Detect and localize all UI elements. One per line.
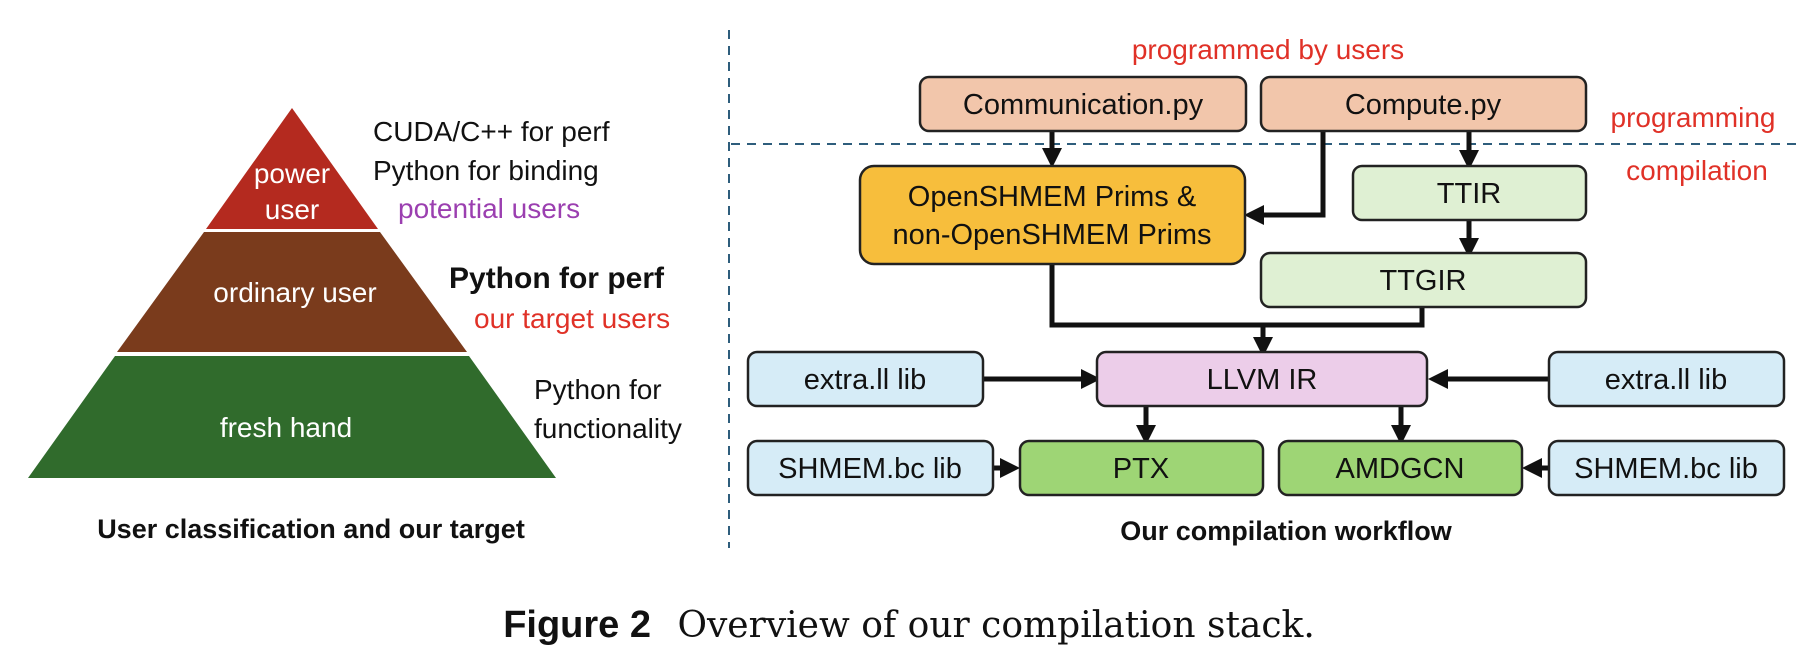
node-compute: Compute.py: [1259, 75, 1588, 133]
node-shmem-right: SHMEM.bc lib: [1547, 439, 1786, 497]
figure-caption-label: Figure 2: [503, 604, 651, 646]
right-subcaption: Our compilation workflow: [1120, 516, 1453, 546]
node-amdgcn-label: AMDGCN: [1336, 453, 1465, 485]
node-ptx-label: PTX: [1113, 453, 1169, 485]
stage-compilation-label: compilation: [1626, 155, 1768, 186]
node-ttir-label: TTIR: [1437, 178, 1501, 210]
node-extra-left-label: extra.ll lib: [804, 364, 927, 396]
node-llvm: LLVM IR: [1095, 350, 1429, 408]
pyramid-tier-ordinary-user: [117, 232, 467, 352]
node-communication: Communication.py: [918, 75, 1248, 133]
node-ptx: PTX: [1018, 439, 1265, 497]
node-ttgir: TTGIR: [1259, 251, 1588, 309]
pyramid-tier-power-user: [206, 108, 378, 229]
node-extra-left: extra.ll lib: [746, 350, 985, 408]
node-prims-label-line1: OpenSHMEM Prims &: [908, 181, 1196, 213]
figure-caption-text: Overview of our compilation stack.: [677, 605, 1314, 646]
node-extra-right-label: extra.ll lib: [1605, 364, 1728, 396]
left-subcaption: User classification and our target: [97, 514, 525, 544]
note-power-line2: Python for binding: [373, 155, 599, 186]
arrow-prims-to-llvm: [1049, 264, 1273, 357]
note-target-users: our target users: [474, 303, 670, 334]
note-power-line1: CUDA/C++ for perf: [373, 116, 610, 147]
node-ttir: TTIR: [1351, 164, 1588, 222]
pyramid-tier-fresh-hand: [28, 356, 556, 478]
node-shmem-left-label: SHMEM.bc lib: [778, 453, 962, 485]
pyramid-fresh-label: fresh hand: [220, 412, 352, 443]
pyramid-power-label-line2: user: [265, 194, 319, 225]
pyramid-notes: CUDA/C++ for perf Python for binding pot…: [373, 116, 682, 444]
figure-caption: Figure 2 Overview of our compilation sta…: [503, 604, 1315, 646]
note-fresh-line2: functionality: [534, 413, 682, 444]
node-compute-label: Compute.py: [1345, 89, 1502, 121]
stage-programming-label: programming: [1611, 102, 1776, 133]
node-shmem-right-label: SHMEM.bc lib: [1574, 453, 1758, 485]
note-ordinary-bold: Python for perf: [449, 262, 665, 295]
programmed-by-users-label: programmed by users: [1132, 34, 1404, 65]
node-amdgcn: AMDGCN: [1277, 439, 1524, 497]
node-prims: OpenSHMEM Prims & non-OpenSHMEM Prims: [858, 164, 1247, 266]
node-extra-right: extra.ll lib: [1547, 350, 1786, 408]
node-shmem-left: SHMEM.bc lib: [746, 439, 995, 497]
user-pyramid: power user ordinary user fresh hand: [28, 108, 556, 478]
pyramid-power-label-line1: power: [254, 158, 330, 189]
note-fresh-line1: Python for: [534, 374, 662, 405]
node-prims-label-line2: non-OpenSHMEM Prims: [892, 219, 1211, 251]
node-ttgir-label: TTGIR: [1380, 265, 1467, 297]
note-potential-users: potential users: [398, 193, 580, 224]
workflow-arrows: [983, 131, 1549, 478]
node-llvm-label: LLVM IR: [1207, 364, 1318, 396]
node-communication-label: Communication.py: [963, 89, 1204, 121]
pyramid-ordinary-label: ordinary user: [213, 277, 376, 308]
arrow-ttgir-to-llvm: [1263, 307, 1425, 328]
arrow-compute-to-prims: [1244, 131, 1326, 225]
